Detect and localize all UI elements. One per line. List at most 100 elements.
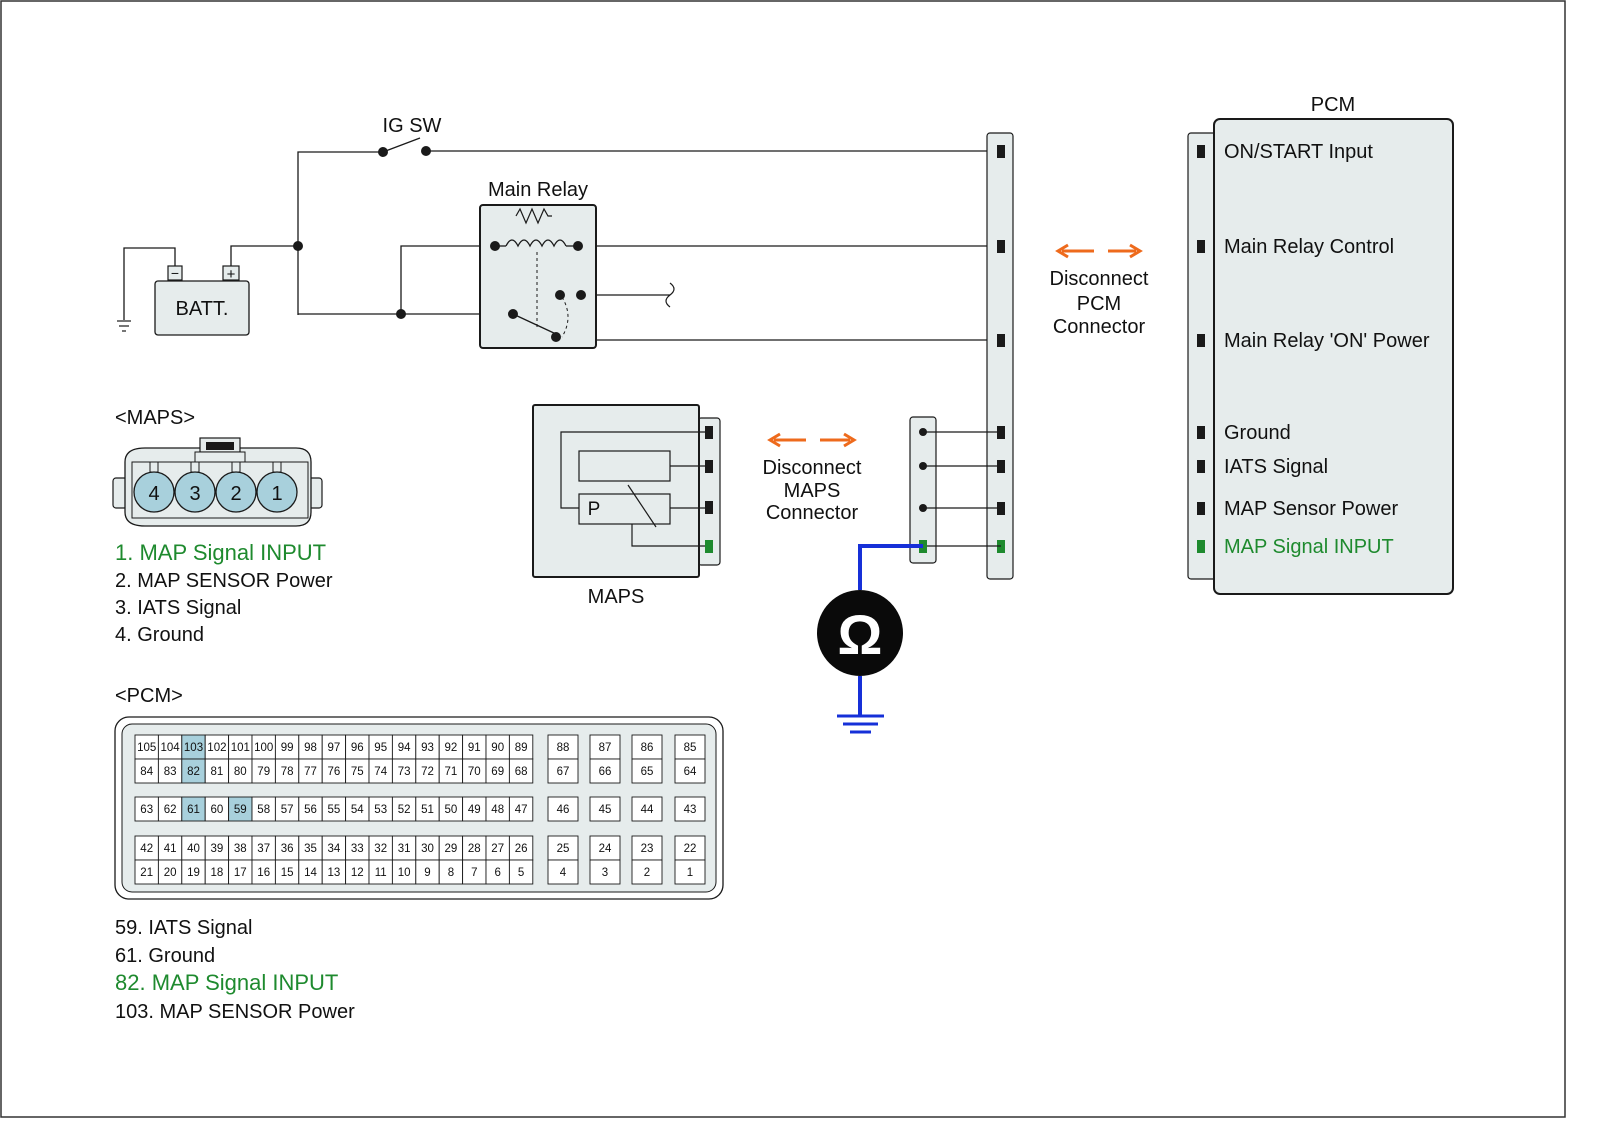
maps-pin-number: 2 [230, 483, 241, 505]
pcm-connector-pin-number: 11 [375, 867, 387, 879]
pcm-connector-pin-number: 31 [398, 843, 411, 855]
pcm-connector-pin-number: 2 [644, 867, 650, 879]
pcm-connector-pin-number: 80 [234, 766, 247, 778]
pcm-connector-pin-number: 34 [328, 843, 341, 855]
pcm-connector-pin-number: 28 [468, 843, 481, 855]
junction-dots [293, 241, 406, 319]
pcm-connector-pin-number: 21 [140, 867, 153, 879]
disconnect-pcm-arrows-icon [1055, 243, 1143, 259]
pcm-connector-cell [674, 859, 706, 885]
maps-legend-item: 3. IATS Signal [115, 597, 241, 619]
ig-sw-label: IG SW [383, 115, 442, 137]
maps-label: MAPS [588, 586, 645, 608]
pcm-connector-pin-number: 70 [468, 766, 481, 778]
pcm-connector-pin-number: 51 [421, 804, 434, 816]
pcm-connector-pin-number: 33 [351, 843, 364, 855]
pcm-connector-pin-number: 4 [560, 867, 567, 879]
pcm-connector-pin-number: 98 [304, 742, 317, 754]
pcm-pin-terminal [1197, 502, 1205, 515]
pcm-pin-label: MAP Sensor Power [1224, 498, 1398, 520]
pcm-connector-pin-number: 6 [494, 867, 500, 879]
harness-pin [997, 145, 1005, 158]
pcm-connector-cell [547, 835, 579, 861]
pcm-connector-pin-number: 45 [599, 804, 612, 816]
disconnect-maps-text-1: Disconnect [763, 457, 862, 479]
ground-symbol-batt [117, 320, 131, 332]
pcm-connector-pin-number: 79 [257, 766, 270, 778]
pcm-connector-pin-number: 23 [641, 843, 654, 855]
pcm-connector-pin-number: 87 [599, 742, 612, 754]
pcm-connector-pin-number: 52 [398, 804, 411, 816]
pcm-connector-pin-number: 73 [398, 766, 411, 778]
pcm-connector-pin-number: 13 [328, 867, 341, 879]
pcm-connector-pin-number: 57 [281, 804, 294, 816]
pcm-connector-cell [508, 859, 534, 885]
pcm-pin-terminal [1197, 240, 1205, 253]
pcm-module [1187, 118, 1454, 595]
pcm-connector-pin-number: 10 [398, 867, 411, 879]
disconnect-maps-text-3: Connector [766, 502, 859, 524]
pcm-connector-cell [631, 796, 663, 822]
pcm-connector-pin-number: 42 [140, 843, 153, 855]
maps-pin-latch [272, 461, 282, 473]
pcm-pin-terminal [1197, 540, 1205, 553]
maps-connector-title: <MAPS> [115, 407, 195, 429]
pcm-connector-pin-number: 77 [304, 766, 317, 778]
disconnect-pcm-text-1: Disconnect [1050, 268, 1149, 290]
pcm-connector-pin-number: 100 [254, 742, 273, 754]
pcm-connector-pin-number: 68 [515, 766, 528, 778]
pcm-legend-item: 82. MAP Signal INPUT [115, 970, 338, 995]
pcm-connector-pin-number: 14 [304, 867, 317, 879]
maps-pin-number: 1 [271, 483, 282, 505]
pcm-connector-pin-number: 47 [515, 804, 528, 816]
pcm-legend-item: 61. Ground [115, 945, 215, 967]
maps-legend-item: 2. MAP SENSOR Power [115, 570, 333, 592]
pcm-connector-cell [547, 734, 579, 760]
pcm-connector-pin-number: 56 [304, 804, 317, 816]
pcm-connector-pin-number: 19 [187, 867, 200, 879]
pcm-connector-pin-number: 105 [137, 742, 156, 754]
maps-pin-latch [190, 461, 200, 473]
pcm-connector-pin-number: 27 [491, 843, 504, 855]
maps-legend-item: 4. Ground [115, 624, 204, 646]
pcm-connector-cell [674, 835, 706, 861]
pcm-connector-pin-number: 60 [211, 804, 224, 816]
pcm-connector-cell [589, 835, 621, 861]
pcm-connector-pin-number: 3 [602, 867, 608, 879]
pcm-connector-pin-number: 35 [304, 843, 317, 855]
pcm-connector-pin-number: 72 [421, 766, 434, 778]
pcm-connector-pin-number: 93 [421, 742, 434, 754]
pcm-connector-pin-number: 83 [164, 766, 177, 778]
pcm-connector-pin-number: 37 [257, 843, 270, 855]
pcm-connector-pin-number: 5 [518, 867, 524, 879]
pcm-legend-item: 59. IATS Signal [115, 917, 252, 939]
pcm-pin-label: Main Relay Control [1224, 236, 1394, 258]
maps-harness-connector [909, 416, 937, 564]
pcm-connector-pin-number: 94 [398, 742, 411, 754]
pcm-connector-pin-number: 76 [328, 766, 341, 778]
maps-pin [215, 471, 257, 513]
pcm-connector-pin-number: 58 [257, 804, 270, 816]
pcm-connector-cell [547, 796, 579, 822]
maps-pin-latch [231, 461, 241, 473]
pcm-connector-pin-number: 89 [515, 742, 528, 754]
pcm-connector-pin-number: 78 [281, 766, 294, 778]
pcm-legend-item: 103. MAP SENSOR Power [115, 1001, 355, 1023]
pcm-connector-cell [631, 734, 663, 760]
batt-label: BATT. [176, 298, 229, 320]
pcm-connector-pin-number: 7 [471, 867, 477, 879]
pcm-connector-pin-number: 82 [187, 766, 200, 778]
batt-pos-label: + [227, 266, 236, 283]
pcm-pin-terminal [1197, 426, 1205, 439]
diagram-border [0, 0, 1566, 1118]
pcm-connector-pin-number: 71 [445, 766, 458, 778]
pcm-label: PCM [1311, 94, 1355, 116]
pcm-connector-cell [631, 835, 663, 861]
pcm-pin-label: Ground [1224, 422, 1291, 444]
pcm-connector-pin-number: 26 [515, 843, 528, 855]
pcm-connector-pin-number: 99 [281, 742, 294, 754]
pcm-connector-pin-number: 29 [445, 843, 458, 855]
pcm-connector-cell [589, 859, 621, 885]
